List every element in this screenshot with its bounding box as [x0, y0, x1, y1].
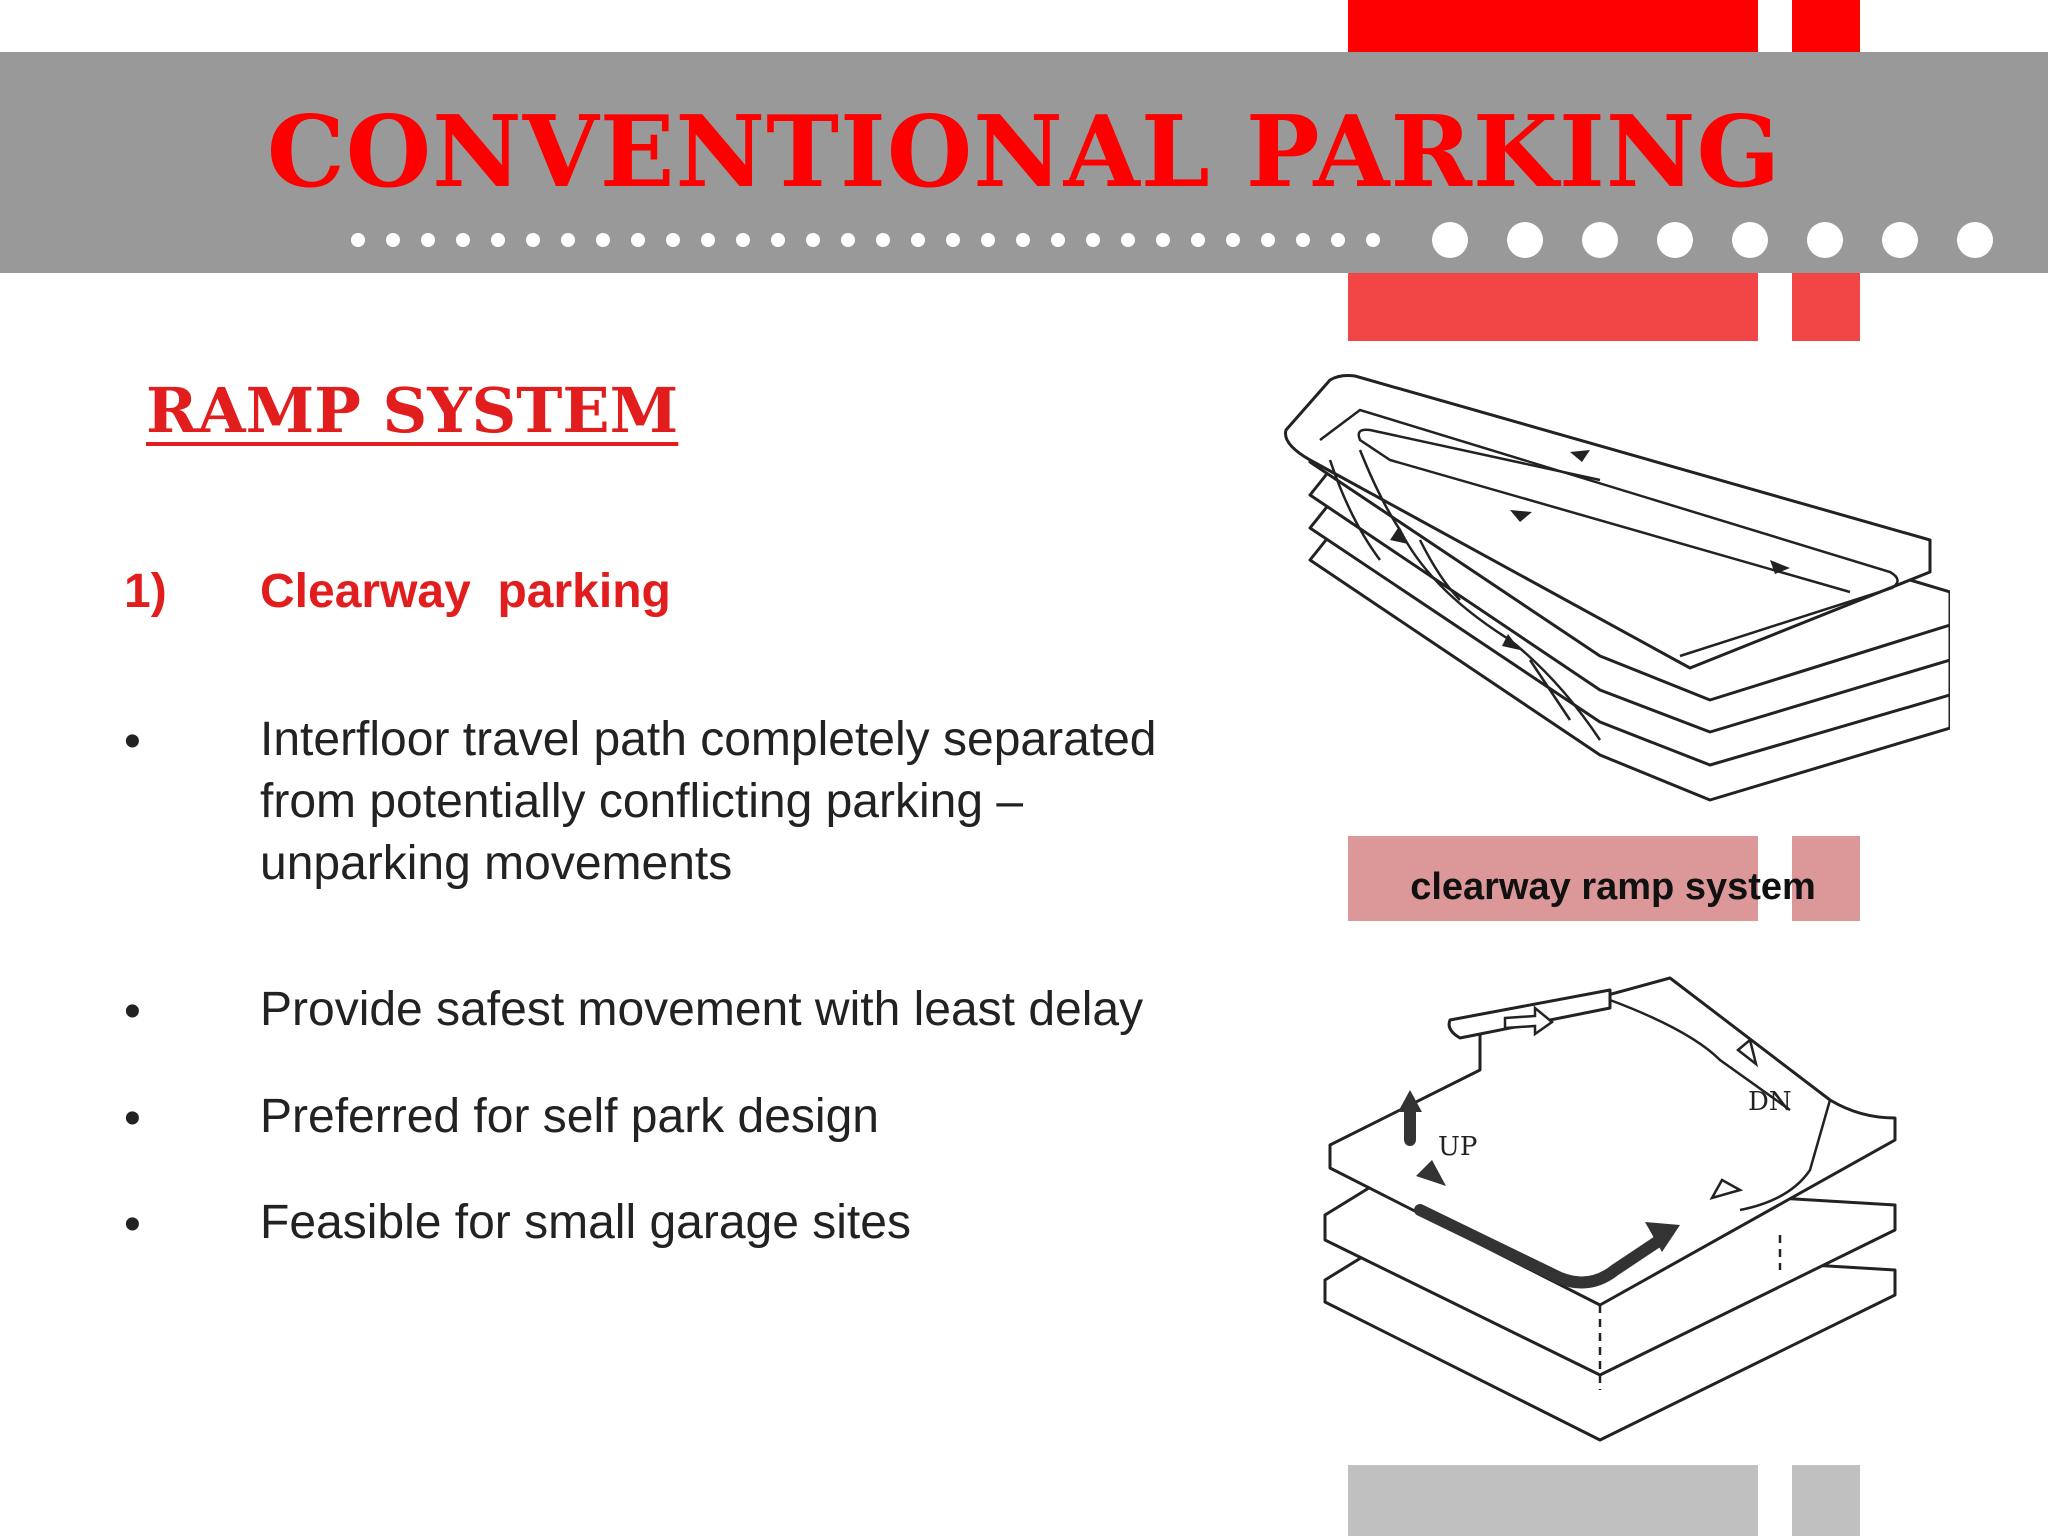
- decorative-red-bar: [1792, 273, 1860, 341]
- caption-bar: [1348, 836, 1758, 921]
- bullet-marker: •: [124, 715, 141, 768]
- bullet-text: Feasible for small garage sites: [260, 1196, 911, 1249]
- decorative-grey-bar: [1348, 1465, 1758, 1536]
- up-down-ramp-diagram: UP DN: [1323, 976, 1897, 1442]
- figure-caption: clearway ramp system: [1410, 866, 1816, 908]
- bullet-text: Provide safest movement with least delay: [260, 983, 1144, 1036]
- bullet-marker: •: [124, 985, 141, 1038]
- caption-bar: [1792, 836, 1860, 921]
- item-number: 1): [124, 565, 167, 618]
- bullet-text: Preferred for self park design: [260, 1090, 879, 1143]
- section-title: RAMP SYSTEM: [146, 374, 679, 447]
- down-label: DN: [1748, 1087, 1792, 1117]
- clearway-ramp-diagram: [1284, 374, 1950, 802]
- bullet-marker: •: [124, 1092, 141, 1145]
- decorative-red-bar: [1348, 0, 1758, 52]
- decorative-red-bar: [1348, 273, 1758, 341]
- dotted-separator: [351, 222, 1993, 258]
- decorative-grey-bar: [1792, 1465, 1860, 1536]
- bullet-marker: •: [124, 1198, 141, 1251]
- decorative-red-bar: [1792, 0, 1860, 52]
- item-heading: Clearway parking: [260, 565, 671, 618]
- up-label: UP: [1438, 1132, 1477, 1162]
- slide-title: CONVENTIONAL PARKING: [266, 95, 1782, 210]
- bullet-text: Interfloor travel path completely separa…: [260, 713, 1157, 890]
